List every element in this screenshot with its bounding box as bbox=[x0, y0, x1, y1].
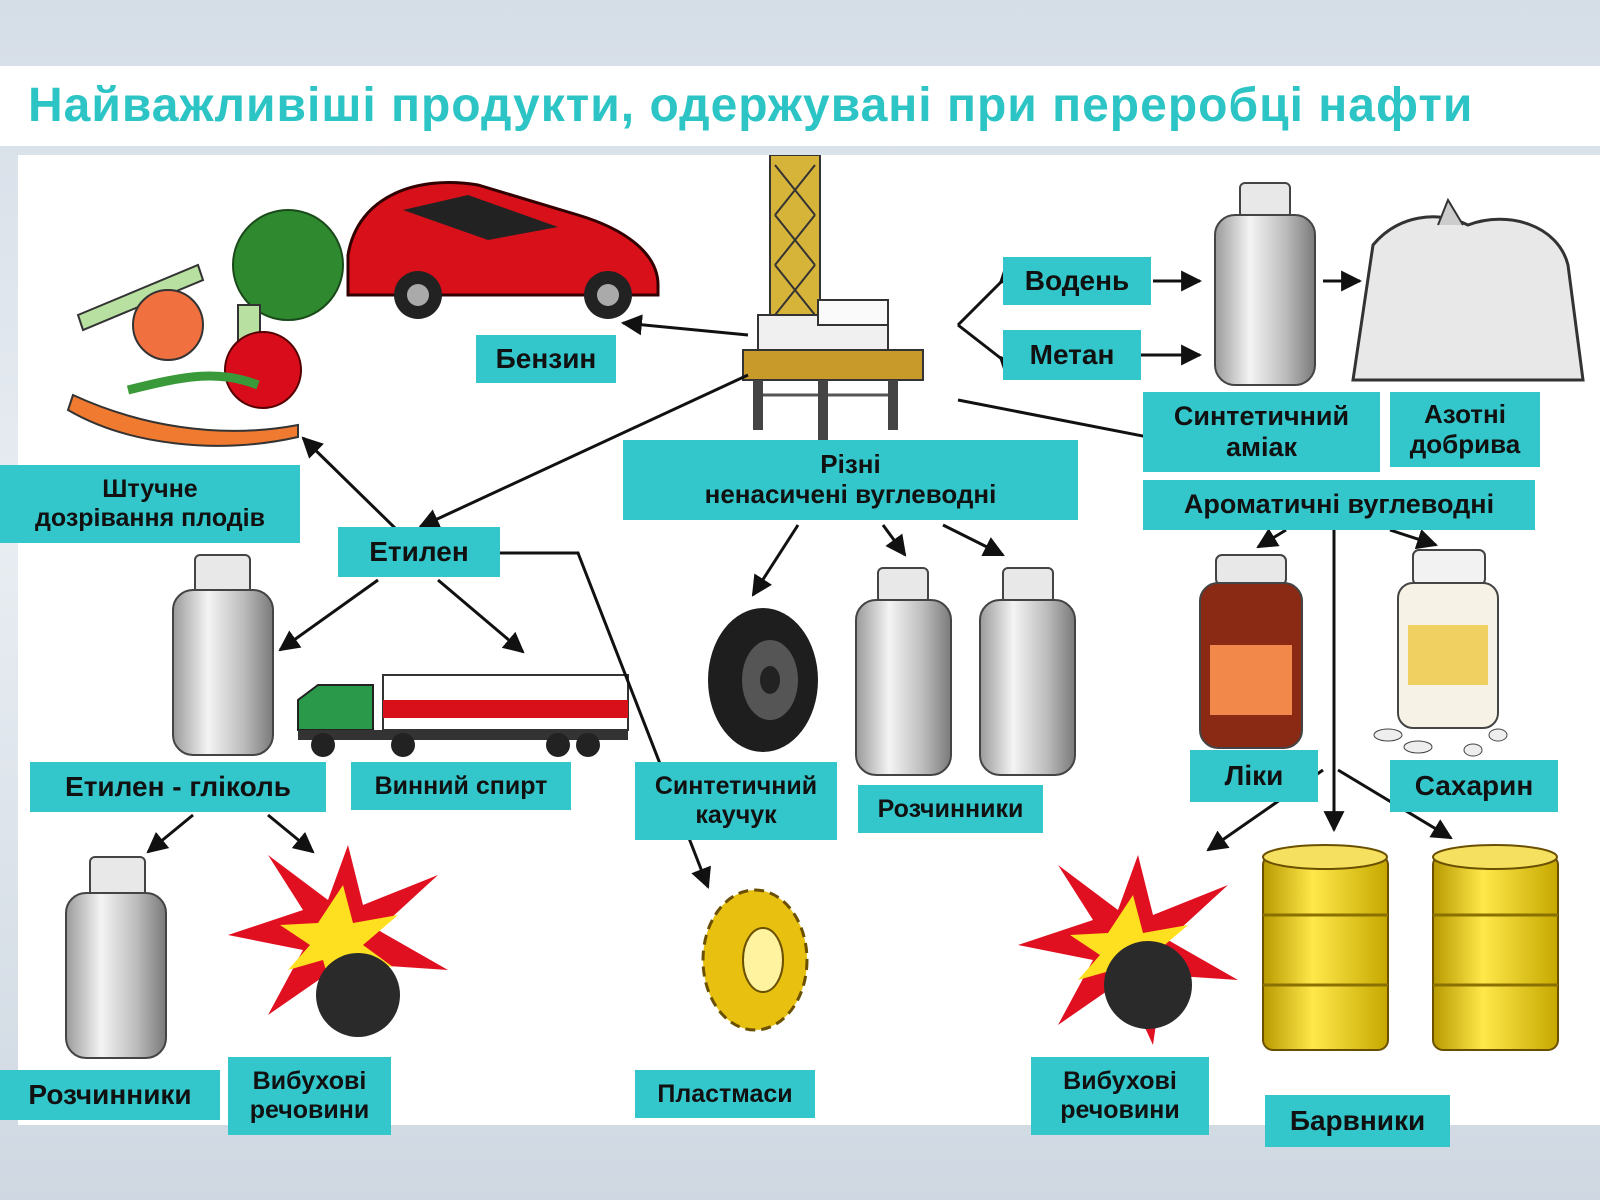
oil-platform-icon bbox=[742, 155, 924, 440]
label-barvnyky: Барвники bbox=[1265, 1095, 1450, 1147]
bottle-icon bbox=[979, 567, 1076, 776]
label-syntetychnyi-kauchuk: Синтетичний каучук bbox=[635, 762, 837, 840]
tire-icon bbox=[708, 608, 818, 752]
gear-icon bbox=[701, 888, 809, 1032]
label-syntetychnyi-amiak: Синтетичний аміак bbox=[1143, 392, 1380, 472]
bottle-icon bbox=[855, 567, 952, 776]
label-rozchynnyky-left: Розчинники bbox=[0, 1070, 220, 1120]
label-metan: Метан bbox=[1003, 330, 1141, 380]
label-vynnyi-spyrt: Винний спирт bbox=[351, 762, 571, 810]
title-band bbox=[0, 66, 1600, 146]
label-voden: Водень bbox=[1003, 257, 1151, 305]
label-benzin: Бензин bbox=[476, 335, 616, 383]
barrel-icon bbox=[1432, 844, 1559, 1051]
label-liky: Ліки bbox=[1190, 750, 1318, 802]
vegetables-icon bbox=[66, 209, 344, 447]
car-icon bbox=[346, 181, 660, 319]
explosion-icon bbox=[1018, 855, 1238, 1045]
explosion-icon bbox=[228, 845, 448, 1037]
label-aromatychni-vuhlevodni: Ароматичні вуглеводні bbox=[1143, 480, 1535, 530]
medicine-jar-icon bbox=[1199, 554, 1303, 749]
label-vybukhovi-right: Вибухові речовини bbox=[1031, 1057, 1209, 1135]
flow-arrows bbox=[146, 262, 1453, 889]
diagram-panel: Бензин Водень Метан Синтетичний аміак Аз… bbox=[0, 155, 1600, 1147]
label-rozchynnyky-middle: Розчинники bbox=[858, 785, 1043, 833]
label-etylen: Етилен bbox=[338, 527, 500, 577]
truck-icon bbox=[297, 674, 629, 757]
label-shtuchne-dozrivannia: Штучне дозрівання плодів bbox=[0, 465, 300, 543]
label-etylen-hlikol: Етилен - гліколь bbox=[30, 762, 326, 812]
diagram-artwork bbox=[65, 155, 1585, 1059]
fertilizer-sack-icon bbox=[1351, 197, 1585, 382]
label-rizni-nenasycheni: Різні ненасичені вуглеводні bbox=[623, 440, 1078, 520]
page-title: Найважливіші продукти, одержувані при пе… bbox=[28, 79, 1474, 132]
bottle-icon bbox=[65, 856, 167, 1059]
label-plastmasy: Пластмаси bbox=[635, 1070, 815, 1118]
label-azotni-dobryva: Азотні добрива bbox=[1390, 392, 1540, 467]
label-sakharyn: Сахарин bbox=[1390, 760, 1558, 812]
label-vybukhovi-left: Вибухові речовини bbox=[228, 1057, 391, 1135]
bottle-icon bbox=[1214, 182, 1316, 386]
barrel-icon bbox=[1262, 844, 1389, 1051]
pill-bottle-icon bbox=[1373, 549, 1508, 757]
bottle-icon bbox=[172, 554, 274, 756]
